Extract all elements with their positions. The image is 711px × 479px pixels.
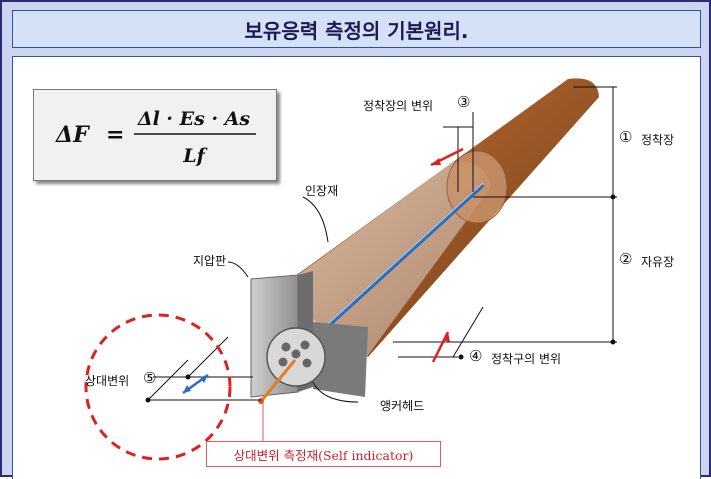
marker-2: ② [619,250,633,268]
slide-title: 보유응력 측정의 기본원리. [12,10,701,48]
relative-displacement-highlight [84,313,232,461]
formula-box: ΔF = Δl · Es · As Lf [33,89,277,181]
self-indicator-label: 상대변위 측정재(Self indicator) [206,441,441,467]
formula-numerator: Δl · Es · As [137,108,251,130]
self-indicator-rod [261,359,297,400]
label-free-length: 자유장 [641,255,675,269]
formula-denominator: Lf [182,145,207,167]
anchor-diagram [84,78,617,461]
formula-lhs: ΔF [55,122,90,148]
marker-4: ④ [469,347,483,365]
label-anchor-length-displacement: 정착장의 변위 [363,99,434,113]
label-relative-displacement: 상대변위 [85,374,130,388]
sheath [268,161,491,362]
marker-3: ③ [457,93,471,111]
formula-equals: = [106,122,124,148]
label-tendon: 인장재 [305,184,339,198]
label-anchor-length: 정착장 [641,133,675,147]
label-anchorage-displacement: 정착구의 변위 [491,352,562,366]
diagram-panel: ΔF = Δl · Es · As Lf 정착장의 변위 ③ ① 정착장 인장재… [12,56,701,479]
formula: ΔF = Δl · Es · As Lf [55,108,256,167]
label-bearing-plate: 지압판 [193,254,227,268]
marker-1: ① [619,128,633,146]
tendon-line [303,183,485,349]
marker-5: ⑤ [143,369,157,387]
label-anchor-head: 앵커헤드 [380,399,425,413]
